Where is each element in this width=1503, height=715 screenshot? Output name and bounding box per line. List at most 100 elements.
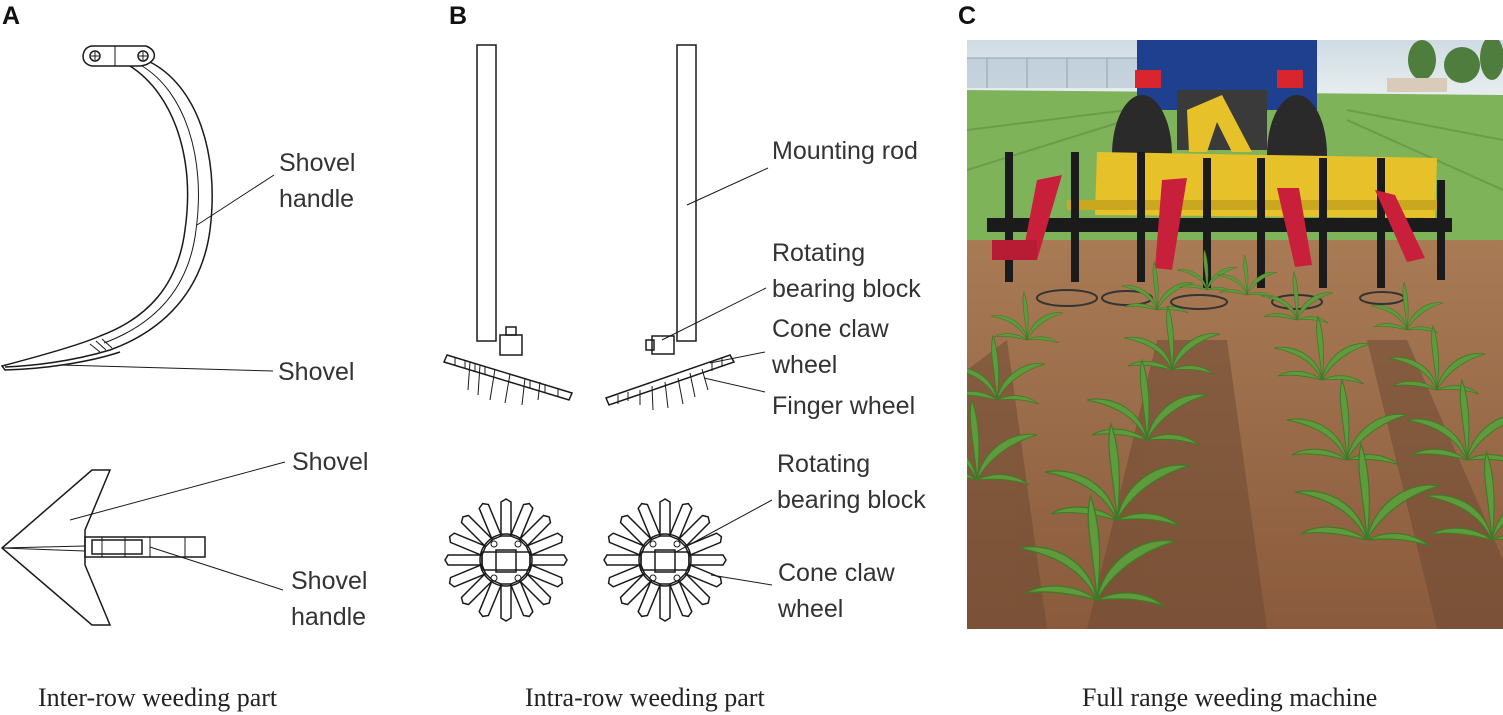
corn-leaf (1339, 378, 1350, 461)
red-arms (992, 175, 1425, 270)
wheel-bolt (514, 540, 522, 548)
corn-leaf (996, 362, 1046, 401)
corn-leaf (1373, 323, 1408, 331)
wheel-bolt (490, 574, 498, 582)
corn-leaf (1491, 535, 1503, 541)
label-b-top-cone-claw-wheel-line2: wheel (778, 595, 844, 623)
corn-plant (1044, 421, 1190, 527)
intra-row-top-view-left-wheel (444, 498, 568, 622)
wheel-claw (525, 532, 564, 557)
greenhouse-frame (967, 57, 1147, 88)
corn-leaf (1370, 305, 1408, 331)
corn-leaf (1406, 302, 1444, 331)
wheel-bolt (673, 574, 681, 582)
caption-a: Inter-row weeding part (38, 683, 278, 712)
wheel-bolt (514, 574, 522, 582)
wheel-claw (688, 554, 727, 566)
corn-plant (1294, 441, 1440, 547)
corn-leaf (1388, 356, 1438, 391)
wheel-claw (637, 579, 662, 618)
corn-leaf (1316, 314, 1325, 381)
corn-leaf (969, 398, 980, 481)
label-b-cone-claw-wheel-line1: Cone claw (772, 315, 889, 343)
label-b-rotating-bearing-block: Rotating bearing block (772, 235, 921, 307)
corn-leaf (967, 456, 978, 481)
caption-c: Full range weeding machine (1082, 683, 1378, 712)
label-b-finger-wheel: Finger wheel (772, 392, 916, 420)
corn-leaf (1171, 365, 1214, 375)
corn-leaf (1025, 585, 1098, 601)
corn-plant (1216, 254, 1278, 298)
corn-leaf (1219, 289, 1248, 296)
wheel-claw (607, 563, 646, 588)
wheel-claw (518, 572, 552, 606)
label-b-top-cone-claw-wheel-line1: Cone claw (778, 559, 895, 587)
intra-row-side-view-right (604, 44, 736, 411)
corn-leaf (1436, 352, 1486, 391)
line-drawings (0, 44, 773, 626)
corn-leaf (1411, 448, 1468, 461)
panel-letter-c: C (958, 2, 977, 30)
corn-leaf (1026, 312, 1064, 341)
wheel-claw (478, 579, 503, 618)
wheel-claw (668, 502, 693, 541)
corn-plant (1260, 270, 1334, 324)
label-b-top-rotating-bearing-block-line2: bearing block (777, 486, 926, 514)
corn-leaf (996, 395, 1039, 405)
corn-leaf (1091, 428, 1148, 441)
bearing-center (495, 549, 517, 573)
corn-leaf (1120, 285, 1158, 311)
corn-plant (1388, 324, 1486, 395)
corn-leaf (1116, 512, 1180, 527)
corn-leaf (993, 333, 1028, 341)
corn-leaf (1366, 484, 1440, 541)
panel-letter-b: B (449, 2, 468, 30)
corn-plant (1018, 493, 1176, 608)
label-b-cone-claw-wheel: Cone claw wheel (772, 311, 889, 383)
corn-leaf (967, 368, 998, 401)
corn-leaf (1216, 274, 1248, 296)
corn-leaf (1277, 371, 1323, 381)
wheel-claw (677, 514, 711, 548)
wheel-claw (460, 514, 494, 548)
wheel-claw (659, 498, 671, 537)
bearing-block (481, 551, 531, 571)
corn-plant (1176, 249, 1238, 293)
intra-row-top-view-right-wheel (603, 498, 727, 622)
label-a-top-shovel-handle-line1: Shovel (291, 567, 368, 595)
corn-plant (1123, 304, 1221, 375)
corn-plant (967, 398, 1038, 486)
label-b-cone-claw-wheel-line2: wheel (772, 351, 838, 379)
corn-leaf (1096, 592, 1166, 608)
inter-row-side-view (0, 45, 213, 371)
wheel-claw (448, 532, 487, 557)
corn-leaf (1346, 413, 1408, 461)
corn-leaf (1179, 284, 1208, 291)
corn-leaf (1406, 326, 1439, 334)
caption-b: Intra-row weeding part (525, 683, 765, 712)
corn-leaf (1321, 375, 1364, 385)
field-rows (967, 109, 1503, 191)
corn-leaf (1286, 418, 1348, 461)
label-a-top-shovel-handle: Shovel handle (291, 563, 367, 635)
corn-leaf (1366, 532, 1430, 547)
corn-leaf (1459, 378, 1470, 461)
wheel-claw (525, 563, 564, 588)
leader-lines (59, 167, 773, 591)
corn-plant (1086, 358, 1208, 446)
corn-leaf (1296, 316, 1329, 324)
corn-leaf (1402, 280, 1409, 331)
corn-plant (1120, 260, 1194, 314)
wheel-claw (509, 502, 534, 541)
wheel-claw (448, 563, 487, 588)
corn-leaf (976, 433, 1038, 481)
corn-leaf (1292, 270, 1299, 321)
corn-leaf (1263, 313, 1298, 321)
inter-row-top-view (0, 469, 206, 626)
wheel-hub (638, 533, 692, 587)
corn-leaf (1296, 292, 1334, 321)
corn-leaf (967, 473, 978, 481)
label-a-shovel-handle-line1: Shovel (279, 149, 356, 177)
wheel-claw (637, 502, 662, 541)
corn-leaf (1291, 448, 1348, 461)
